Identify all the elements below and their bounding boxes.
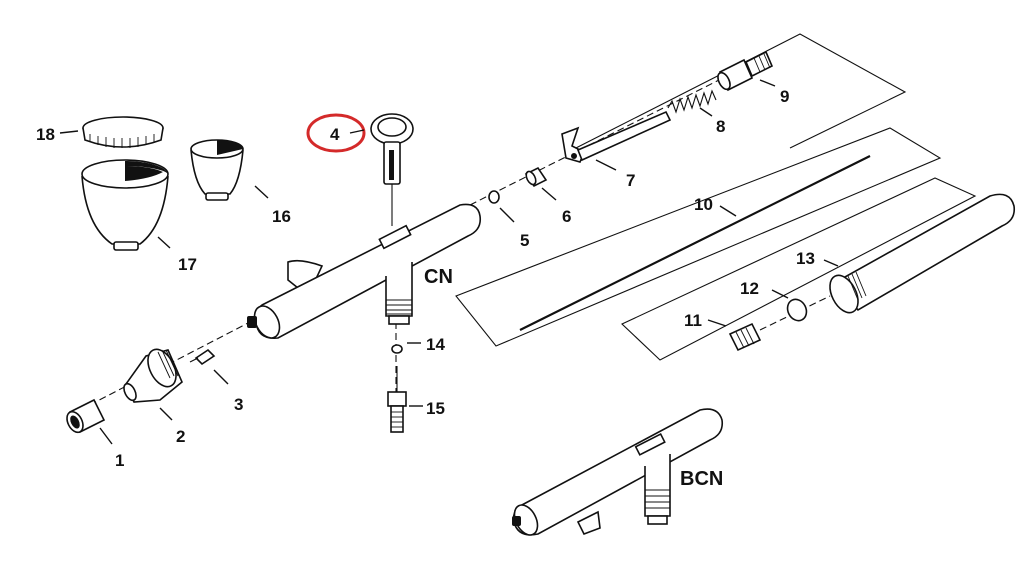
needle-guide-part [561,110,672,163]
large-color-cup-part [81,159,169,251]
small-color-cup-part [190,139,244,201]
handle-part [829,193,1016,314]
cup-lid-part [82,116,164,148]
part-label-6: 6 [562,207,571,226]
nozzle-cap-part [123,348,183,403]
part-label-17: 17 [178,255,197,274]
part-label-16: 16 [272,207,291,226]
rear-guide-line [571,33,907,151]
part-label-3: 3 [234,395,243,414]
part-label-11: 11 [684,311,702,330]
chucking-nut-part [728,322,762,352]
trigger-part [370,113,414,226]
part-label-5: 5 [520,231,529,250]
leader-lines [59,79,839,445]
needle-part [519,155,871,331]
highlight-circle [306,113,366,153]
handle-o-ring-part [786,298,808,322]
airbrush-body-bcn [512,408,724,536]
part-label-12: 12 [740,279,759,298]
needle-cap-part [66,398,106,434]
axis-line-rear [469,71,736,206]
part-label-7: 7 [626,171,635,190]
needle-guide-panel [455,127,942,347]
part-label-15: 15 [426,399,445,418]
part-label-18: 18 [36,125,55,144]
fluid-fitting-part [387,366,407,433]
spring-guide-part [717,50,774,92]
o-ring-part [488,190,500,204]
part-label-1: 1 [115,451,124,470]
part-label-4: 4 [330,125,340,144]
part-label-13: 13 [796,249,815,268]
packing-nut-part [524,166,548,188]
part-label-2: 2 [176,427,185,446]
part-label-14: 14 [426,335,445,354]
part-label-9: 9 [780,87,789,106]
model-label-cn: CN [424,266,453,288]
handle-guide-panel [621,177,977,361]
nozzle-part [189,348,216,366]
axis-line-front [79,321,251,411]
airbrush-body-cn [247,203,482,339]
washer-part [391,344,403,354]
spring-part [667,89,717,114]
part-label-10: 10 [694,195,713,214]
model-label-bcn: BCN [680,468,723,490]
part-label-8: 8 [716,117,725,136]
